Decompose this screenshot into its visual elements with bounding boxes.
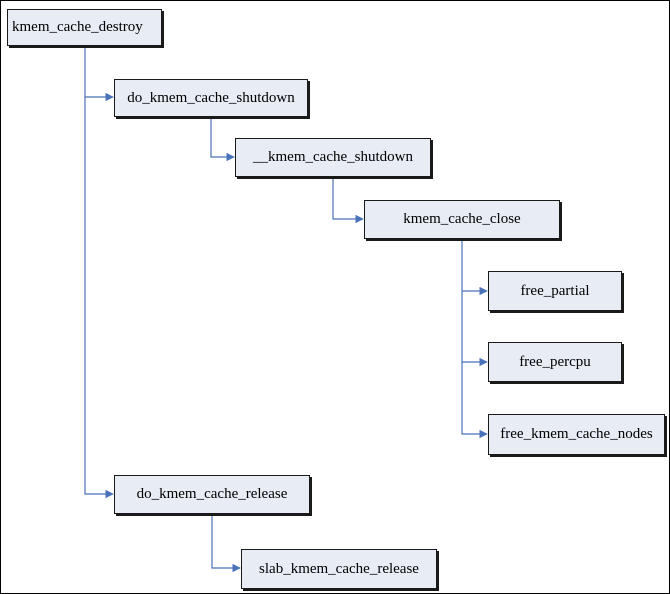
node-kmem-cache-destroy: kmem_cache_destroy [7, 9, 162, 46]
node-free-kmem-cache-nodes: free_kmem_cache_nodes [488, 414, 665, 455]
node-do-kmem-cache-release: do_kmem_cache_release [114, 475, 310, 514]
node-slab-kmem-cache-release: slab_kmem_cache_release [241, 549, 437, 589]
node-label: __kmem_cache_shutdown [253, 149, 413, 165]
node-kmem-cache-close: kmem_cache_close [364, 200, 560, 239]
node-label: kmem_cache_destroy [12, 19, 143, 35]
connector-__shutdown-to-close [332, 177, 364, 224]
connector-close-to-free-nodes [461, 362, 488, 439]
connector-close-to-free-percpu [461, 291, 488, 367]
node-label: free_kmem_cache_nodes [500, 426, 653, 442]
node-__kmem-cache-shutdown: __kmem_cache_shutdown [235, 138, 431, 177]
connector-destroy-to-shutdown [84, 46, 114, 102]
node-label: slab_kmem_cache_release [259, 560, 419, 577]
node-label: kmem_cache_close [403, 211, 521, 227]
node-label: do_kmem_cache_release [136, 486, 288, 502]
node-label: do_kmem_cache_shutdown [127, 89, 295, 106]
connector-close-to-free-partial [461, 239, 488, 296]
node-free-partial: free_partial [488, 271, 622, 311]
node-do-kmem-cache-shutdown: do_kmem_cache_shutdown [114, 79, 308, 117]
connector-release-to-slab-release [211, 514, 241, 573]
connector-destroy-to-release [84, 97, 114, 499]
node-free-percpu: free_percpu [488, 342, 622, 382]
node-label: free_partial [520, 282, 590, 299]
connector-do-shutdown-to-__shutdown [210, 117, 235, 162]
node-label: free_percpu [519, 353, 591, 370]
